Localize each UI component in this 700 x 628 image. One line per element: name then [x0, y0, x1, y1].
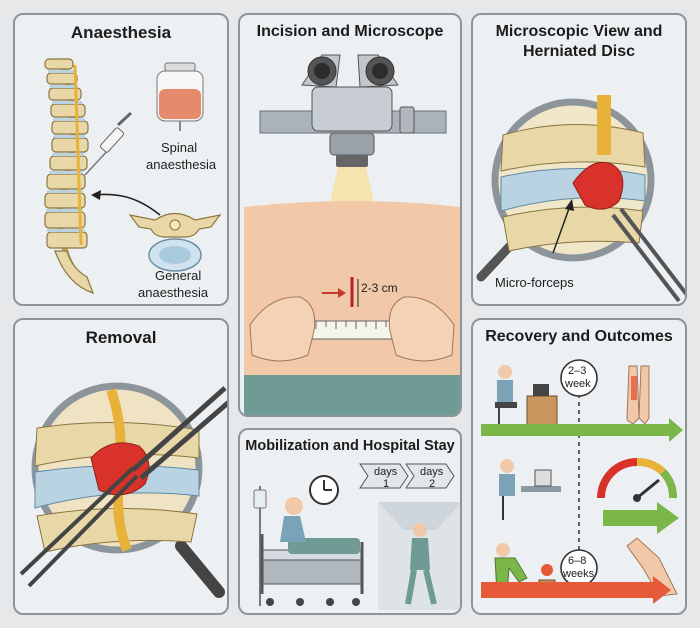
removal-illustration: [19, 382, 227, 598]
panel-title: Anaesthesia: [70, 23, 172, 42]
milestone1-line1: 2–3: [568, 365, 587, 377]
panel-title: Recovery and Outcomes: [485, 328, 673, 345]
vertebra-crosssection: [128, 212, 222, 272]
panel-title: Removal: [85, 328, 157, 347]
day1-num: 1: [383, 478, 390, 490]
clock-icon: [309, 475, 339, 505]
spine: [44, 58, 95, 294]
panel-incision: Incision and Microscope: [238, 13, 462, 417]
gauge-icon: [597, 458, 677, 502]
panel-microscopic: Microscopic View and Herniated Disc Micr…: [471, 13, 687, 306]
spinal-label-line1: Spinal: [161, 140, 198, 155]
panel-anaesthesia: Anaesthesia: [13, 13, 229, 306]
milestone2-line2: weeks: [563, 568, 595, 580]
mobilization-illustration: [253, 463, 460, 610]
panel-title: Mobilization and Hospital Stay: [245, 438, 455, 454]
general-label-line1: General: [155, 268, 202, 283]
panel-title-line2: Herniated Disc: [522, 43, 636, 60]
day2-word: days: [420, 466, 444, 478]
panel-mobilization: Mobilization and Hospital Stay: [238, 428, 462, 615]
spinal-label-line2: anaesthesia: [146, 157, 217, 172]
iv-bag-icon: [156, 62, 204, 131]
incision-illustration: [244, 54, 460, 415]
panel-recovery: Recovery and Outcomes: [471, 318, 687, 615]
microscopic-illustration: [476, 95, 685, 303]
tool-label: Micro-forceps: [495, 275, 574, 290]
general-label-line2: anaesthesia: [138, 285, 209, 300]
anaesthesia-illustration: [44, 58, 222, 294]
measure-label: 2-3 cm: [361, 281, 398, 295]
microscope-icon: [259, 54, 447, 167]
panel-removal: Removal: [13, 318, 229, 615]
milestone1-line2: week: [565, 378, 591, 390]
hospital-bed: [260, 497, 364, 606]
panel-title: Incision and Microscope: [256, 23, 444, 40]
day2-num: 2: [429, 478, 436, 490]
day1-word: days: [374, 466, 398, 478]
milestone2-line1: 6–8: [568, 555, 587, 567]
panel-title-line1: Microscopic View and: [495, 23, 663, 40]
syringe-icon: [84, 111, 133, 176]
recovery-illustration: [481, 359, 683, 604]
